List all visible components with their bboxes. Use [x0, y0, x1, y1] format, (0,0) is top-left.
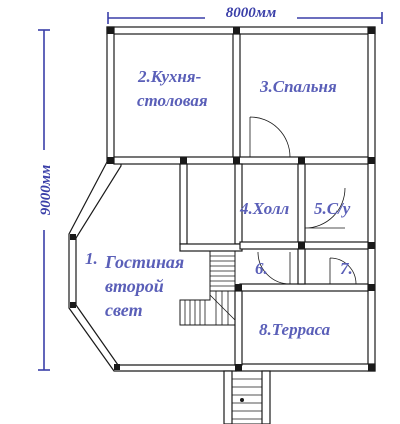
door-swings — [249, 116, 357, 285]
living-label-line2: второй — [105, 276, 164, 296]
height-label: 9000мм — [38, 165, 54, 216]
kitchen-label-line1: 2.Кухня- — [137, 67, 202, 86]
interior-staircase — [179, 250, 236, 326]
entry-stairs — [223, 370, 271, 424]
width-label: 8000мм — [226, 5, 277, 21]
room6-label: 6. — [255, 259, 268, 278]
living-label-line1: Гостиная — [104, 252, 184, 272]
room7-label: 7. — [340, 259, 353, 278]
wall-joints — [70, 27, 375, 371]
hall-label: 4.Холл — [239, 199, 290, 218]
room-labels: 2.Кухня- столовая 3.Спальня 4.Холл 5.С/у… — [85, 67, 353, 339]
bathroom-door — [304, 187, 346, 229]
kitchen-label-line2: столовая — [137, 91, 208, 110]
bedroom-door — [249, 116, 291, 158]
bathroom-label: 5.С/у — [314, 199, 351, 218]
terrace-label: 8.Терраса — [259, 320, 331, 339]
room7-door — [329, 257, 357, 285]
height-dimension: 9000мм — [35, 29, 55, 371]
living-number-label: 1. — [85, 249, 98, 268]
living-label-line3: свет — [105, 300, 143, 320]
width-dimension: 8000мм — [107, 3, 383, 24]
room6-door — [257, 251, 291, 285]
bedroom-label: 3.Спальня — [259, 77, 337, 96]
